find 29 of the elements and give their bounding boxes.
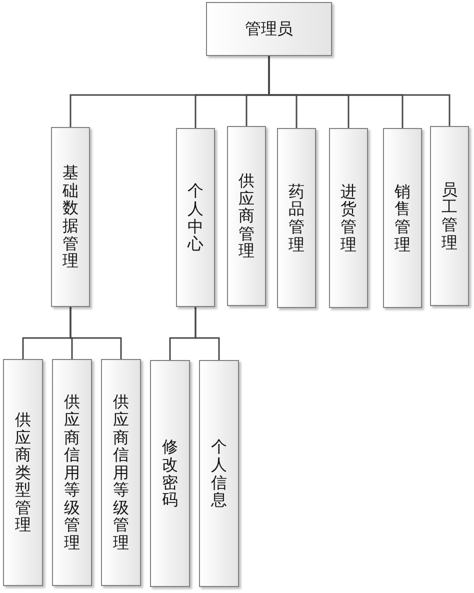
connector-line: [194, 307, 220, 360]
module-label: 销售管理: [394, 182, 410, 254]
module-box: [430, 126, 469, 306]
module-box: [3, 359, 43, 586]
module-label: 修改密码: [162, 438, 178, 509]
module-label: 药品管理: [288, 182, 304, 254]
module-box: [383, 128, 422, 308]
connector-line: [70, 307, 122, 359]
module-label: 个人信息: [211, 438, 227, 509]
module-label: 进货管理: [340, 182, 356, 254]
module-box: [206, 2, 332, 56]
module-box: [329, 128, 368, 308]
module-label: 供应商类型管理: [15, 410, 31, 534]
module-label: 供应商管理: [238, 172, 254, 260]
module-box: [277, 128, 316, 308]
module-label: 基础数据管理: [62, 164, 78, 270]
module-box: [52, 359, 92, 586]
module-label: 员工管理: [442, 180, 458, 252]
module-box: [150, 360, 190, 587]
module-label: 供应商信用等级管理: [64, 393, 80, 552]
connector-line: [268, 56, 450, 126]
module-box: [51, 127, 90, 307]
module-box: [101, 359, 141, 586]
module-box: [199, 360, 239, 587]
module-box: [176, 128, 215, 307]
module-label: 管理员: [245, 18, 293, 40]
module-label: 供应商信用等级管理: [113, 393, 129, 552]
module-label: 个人中心: [188, 182, 204, 253]
module-box: [227, 126, 266, 306]
